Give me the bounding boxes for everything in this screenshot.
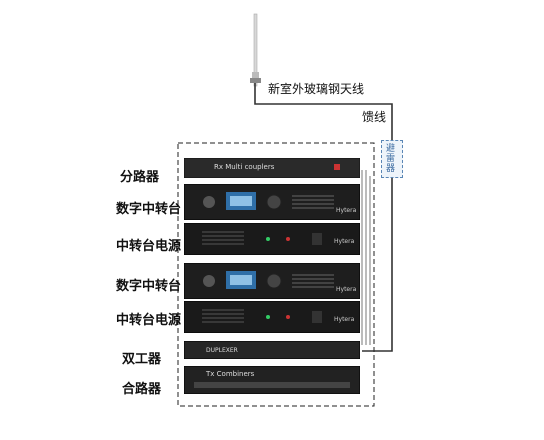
arrester-char-2: 雷 bbox=[386, 154, 396, 164]
combiner-device: Tx Combiners bbox=[184, 366, 360, 394]
label-duplexer: 双工器 bbox=[122, 352, 162, 367]
label-repeater-psu-1: 中转台电源 bbox=[116, 239, 182, 254]
psu-1-brand: Hytera bbox=[334, 238, 355, 245]
label-repeater-psu-2: 中转台电源 bbox=[116, 313, 182, 328]
digital-repeater-1: Hytera bbox=[184, 184, 360, 220]
feeder-cable bbox=[254, 83, 393, 140]
duplexer-cable bbox=[362, 176, 393, 352]
psu-2-brand: Hytera bbox=[334, 316, 355, 323]
label-digital-repeater-1: 数字中转台 bbox=[116, 202, 182, 217]
rack-connectors bbox=[361, 170, 371, 345]
repeater-2-brand: Hytera bbox=[336, 286, 357, 293]
repeater-psu-2: Hytera bbox=[184, 301, 360, 333]
repeater-psu-1: Hytera bbox=[184, 223, 360, 255]
splitter-device: Rx Multi couplers bbox=[184, 158, 360, 178]
label-digital-repeater-2: 数字中转台 bbox=[116, 279, 182, 294]
feeder-label: 馈线 bbox=[362, 110, 387, 124]
label-splitter: 分路器 bbox=[120, 170, 160, 185]
lightning-arrester: 避 雷 器 bbox=[381, 140, 403, 178]
rack-outline bbox=[177, 142, 375, 407]
repeater-1-brand: Hytera bbox=[336, 207, 357, 214]
splitter-device-text: Rx Multi couplers bbox=[214, 163, 275, 171]
label-combiner: 合路器 bbox=[122, 382, 162, 397]
antenna-icon bbox=[250, 13, 261, 87]
combiner-device-text: Tx Combiners bbox=[205, 370, 255, 378]
digital-repeater-2: Hytera bbox=[184, 263, 360, 299]
antenna-label: 新室外玻璃钢天线 bbox=[268, 82, 365, 96]
arrester-char-1: 避 bbox=[386, 144, 396, 154]
duplexer-device: DUPLEXER bbox=[184, 341, 360, 359]
duplexer-device-text: DUPLEXER bbox=[206, 347, 238, 354]
arrester-char-3: 器 bbox=[386, 164, 396, 174]
